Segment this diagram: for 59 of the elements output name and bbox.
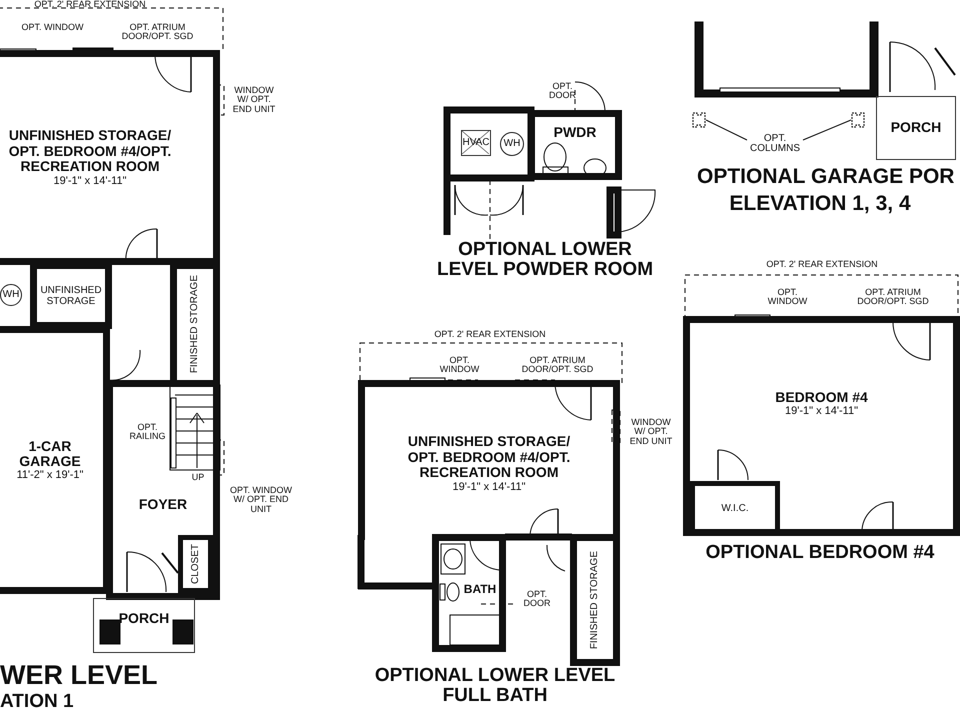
plan-note: OPT. DOOR	[522, 590, 552, 609]
plan-note: OPT. RAILING	[128, 423, 166, 442]
leader-line	[706, 120, 748, 140]
garage-walls	[0, 326, 110, 594]
room-name: PWDR	[554, 124, 596, 140]
plan-note: OPT. WINDOW	[20, 23, 84, 32]
room-name: FINISHED STORAGE	[590, 550, 600, 650]
plan-note: WINDOW W/ OPT. END UNIT	[628, 418, 674, 446]
porch-outline	[876, 96, 956, 160]
room-dimensions: 19'-1" x 14'-11"	[785, 405, 858, 418]
water-heater-symbol: WH	[0, 284, 22, 306]
storage-room-walls	[30, 262, 112, 329]
room-walls	[358, 380, 620, 540]
plan-note: OPT. WINDOW W/ OPT. END UNIT	[229, 486, 293, 514]
bathroom-walls	[432, 534, 506, 652]
plan-title: OPTIONAL LOWER LEVEL POWDER ROOM	[436, 240, 654, 280]
plan-title: WER LEVEL	[0, 661, 158, 690]
plan-title: OPTIONAL LOWER LEVEL FULL BATH	[374, 666, 616, 706]
room-name: CLOSET	[190, 544, 200, 584]
room-name: FINISHED STORAGE	[190, 275, 200, 374]
porch-outline	[93, 598, 195, 653]
plan-note: UP	[190, 473, 206, 482]
plan-title: OPTIONAL GARAGE POR	[697, 166, 954, 188]
room-walls	[0, 50, 220, 265]
room-dimensions: 19'-1" x 14'-11"	[452, 480, 526, 493]
bedroom-walls	[683, 316, 960, 536]
room-dimensions: 19'-1" x 14'-11"	[54, 174, 126, 187]
plan-note: OPT. 2' REAR EXTENSION	[33, 0, 147, 10]
room-name: UNFINISHED STORAGE/ OPT. BEDROOM #4/OPT. RECREATION ROOM	[406, 434, 572, 481]
plan-note: OPT. 2' REAR EXTENSION	[765, 260, 879, 270]
column-icon	[692, 112, 706, 128]
storage-room-walls	[570, 534, 620, 666]
leader-line	[802, 120, 852, 140]
plan-note: OPT. 2' REAR EXTENSION	[433, 330, 547, 340]
room-dimensions: 11'-2" x 19'-1"	[16, 469, 84, 482]
room-name: BATH	[464, 583, 496, 597]
plan-title: ATION 1	[0, 692, 74, 712]
plan-title: OPTIONAL BEDROOM #4	[704, 543, 936, 563]
callout-label: OPT. COLUMNS	[745, 132, 805, 156]
room-name: PORCH	[890, 120, 942, 136]
plan-note: WINDOW W/ OPT. END UNIT	[232, 86, 276, 114]
foyer-walls	[106, 380, 220, 600]
room-name: BEDROOM #4	[775, 390, 868, 406]
plan-note: OPT. WINDOW	[766, 288, 808, 307]
plan-note: OPT. ATRIUM DOOR/OPT. SGD	[520, 356, 594, 375]
plan-note: OPT. ATRIUM DOOR/OPT. SGD	[120, 23, 194, 42]
plan-note: OPT. ATRIUM DOOR/OPT. SGD	[856, 288, 930, 307]
closet-walls	[178, 535, 213, 593]
water-heater-symbol: WH	[500, 132, 524, 156]
plan-note: OPT. DOOR	[548, 82, 577, 101]
room-name: UNFINISHED STORAGE	[39, 284, 103, 306]
plan-note: OPT. WINDOW	[438, 356, 480, 375]
room-name: FOYER	[138, 497, 188, 513]
room-name: PORCH	[118, 610, 170, 626]
room-name: UNFINISHED STORAGE/ OPT. BEDROOM #4/OPT. RECREATION ROOM	[8, 128, 172, 175]
column-icon	[851, 112, 865, 128]
room-name: 1-CAR GARAGE	[18, 438, 82, 470]
plan-title: ELEVATION 1, 3, 4	[728, 193, 912, 216]
room-name: W.I.C.	[721, 503, 749, 514]
